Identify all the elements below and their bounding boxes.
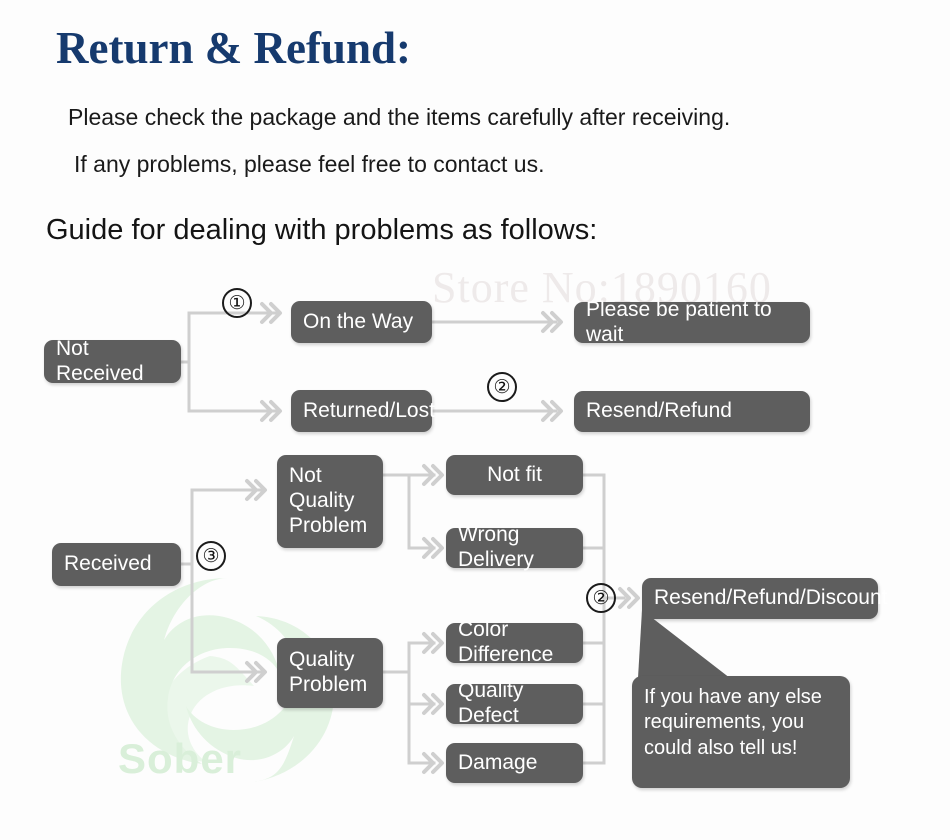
node-wrong-delivery[interactable]: Wrong Delivery xyxy=(446,523,583,571)
page-title: Return & Refund: xyxy=(56,23,411,73)
intro-line-1: Please check the package and the items c… xyxy=(68,104,731,130)
node-quality-defect[interactable]: Quality Defect xyxy=(446,679,583,727)
callout-bubble[interactable]: If you have any else requirements, you c… xyxy=(632,676,850,788)
node-returned-lost[interactable]: Returned/Lost xyxy=(291,390,435,432)
node-received[interactable]: Received xyxy=(52,543,181,586)
step-marker-4[interactable]: ② xyxy=(586,583,616,613)
node-not-received[interactable]: Not Received xyxy=(44,337,181,385)
node-damage[interactable]: Damage xyxy=(446,743,583,783)
guide-heading: Guide for dealing with problems as follo… xyxy=(46,214,598,246)
step-marker-1[interactable]: ① xyxy=(222,288,252,318)
node-not-fit[interactable]: Not fit xyxy=(446,455,583,495)
node-resend-refund-discount[interactable]: Resend/Refund/Discount xyxy=(642,578,887,619)
node-on-the-way[interactable]: On the Way xyxy=(291,301,432,343)
node-resend-refund[interactable]: Resend/Refund xyxy=(574,391,810,432)
node-quality-problem[interactable]: Quality Problem xyxy=(277,638,383,708)
node-please-be-patient[interactable]: Please be patient to wait xyxy=(574,298,810,346)
intro-line-2: If any problems, please feel free to con… xyxy=(74,151,545,177)
step-marker-3[interactable]: ③ xyxy=(196,541,226,571)
node-color-difference[interactable]: Color Difference xyxy=(446,618,583,666)
node-not-quality-problem[interactable]: Not Quality Problem xyxy=(277,455,383,548)
step-marker-2[interactable]: ② xyxy=(487,372,517,402)
